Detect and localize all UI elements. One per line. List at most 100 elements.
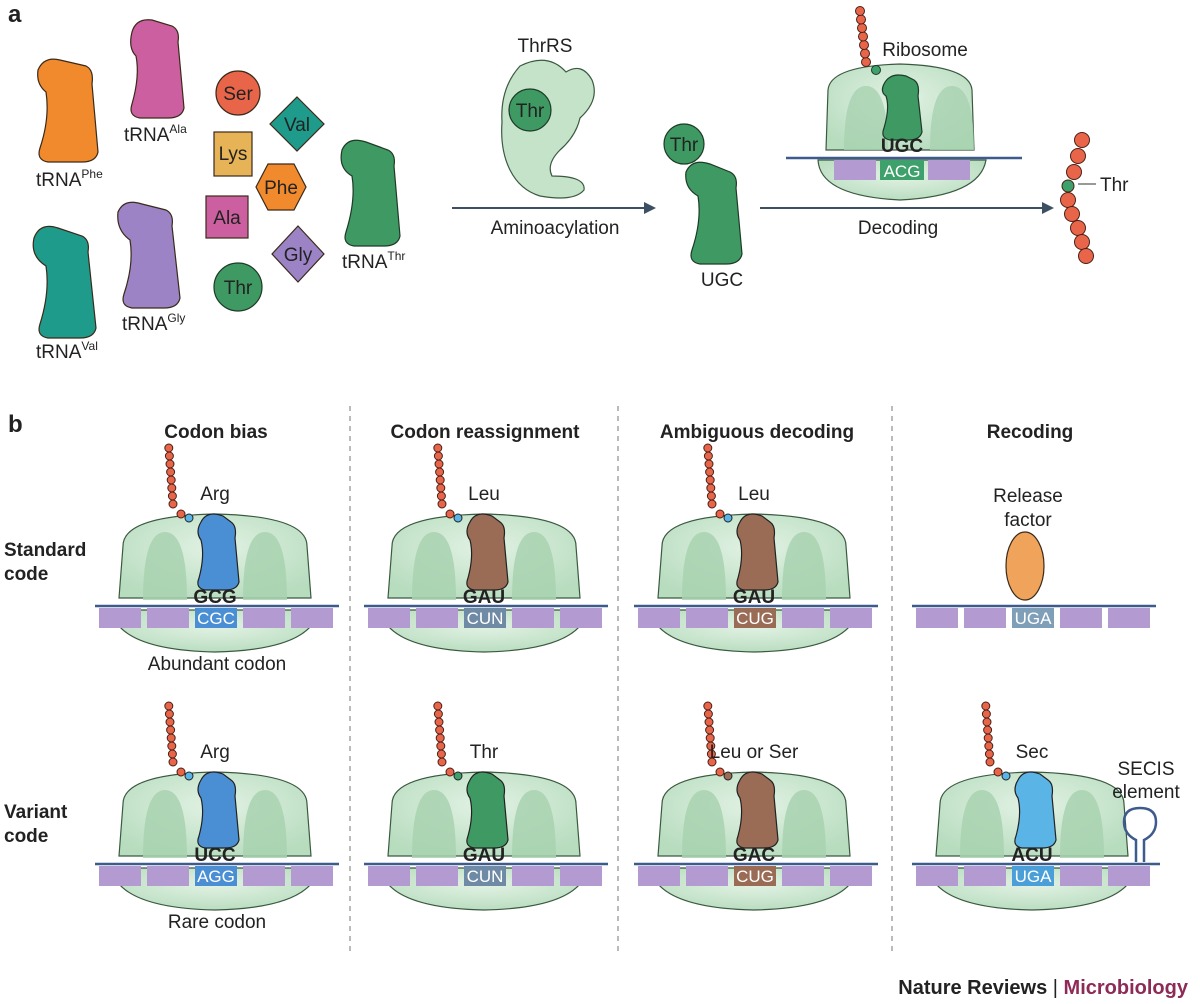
chain-bead (437, 757, 447, 767)
codon-label: AGG (197, 867, 235, 886)
chain-bead (707, 499, 717, 509)
chain-bead (703, 451, 713, 461)
ribosome-site (512, 532, 556, 600)
svg-text:Val: Val (284, 115, 310, 136)
ribo-a-chain-bead (861, 57, 871, 67)
panel-b-label: b (8, 411, 23, 438)
codon-block (464, 608, 506, 628)
chain-bead (704, 459, 714, 469)
chain-bead (168, 499, 178, 509)
amino-acid-label: Release (993, 486, 1063, 507)
amino-acid-label: Leu (738, 484, 770, 505)
anticodon-label: GAU (463, 587, 505, 608)
amino-acid-label: Arg (200, 742, 230, 763)
released-chain-bead (1066, 164, 1082, 180)
trna (466, 771, 509, 849)
col-header-codon-reassignment: Codon reassignment (391, 422, 581, 443)
released-chain-bead (1070, 220, 1086, 236)
chain-bead (168, 757, 178, 767)
col-header-codon-bias: Codon bias (164, 422, 267, 443)
chain-bead (445, 767, 455, 777)
chain-bead (433, 701, 443, 711)
ribo-a-anticodon: UGC (881, 136, 924, 157)
chain-bead (715, 767, 725, 777)
chain-bead (706, 491, 716, 501)
mrna-block (638, 608, 680, 628)
journal-subject: Microbiology (1063, 977, 1188, 999)
ribosome-a: Ribosome UGC ACG (786, 40, 1022, 201)
chain-bead (706, 483, 716, 493)
mrna-block (147, 866, 189, 886)
chain-bead (165, 459, 175, 469)
aa-ser: Ser (215, 70, 261, 116)
aminoacylation-arrow: Aminoacylation (452, 202, 656, 239)
mrna-block (830, 866, 872, 886)
mrna-block (686, 866, 728, 886)
chain-bead (434, 459, 444, 469)
trna-ala-label: tRNAAla (124, 122, 187, 146)
row-label-standard-1: Standard (4, 540, 86, 561)
peptide-chain (433, 701, 463, 781)
col-header-ambiguous-decoding: Ambiguous decoding (660, 422, 854, 443)
attached-aa-bead (453, 771, 463, 781)
ribosome-site (412, 790, 456, 858)
decoding-arrow: Decoding (760, 202, 1054, 239)
mrna-block (291, 608, 333, 628)
ribosome-site (143, 790, 187, 858)
mrna-block (916, 608, 958, 628)
decoding-label: Decoding (858, 218, 938, 239)
chain-bead (433, 709, 443, 719)
chain-bead (166, 725, 176, 735)
chain-bead (433, 451, 443, 461)
mrna-block (512, 866, 554, 886)
ribosome-site (960, 790, 1004, 858)
ribo-a-chain-bead (860, 48, 870, 59)
ribo-a-chain-bead (855, 6, 865, 16)
chain-bead (165, 717, 175, 727)
chain-bead (703, 443, 713, 453)
codon-label: UGA (1015, 609, 1053, 628)
codon-label: UGA (1015, 867, 1053, 886)
mrna-block (512, 608, 554, 628)
mrna-block (416, 608, 458, 628)
ribosome-site (782, 532, 826, 600)
ribosome-site (243, 790, 287, 858)
trna-val-label: tRNAVal (36, 339, 98, 363)
amino-acid-label: Arg (200, 484, 230, 505)
peptide-chain (981, 701, 1011, 781)
ribo-a-chain-bead (857, 23, 867, 33)
secis-label-1: SECIS (1117, 759, 1174, 780)
trna-thr-label: tRNAThr (342, 249, 405, 273)
codon-label: CUG (736, 867, 774, 886)
chain-bead (982, 717, 992, 727)
row-label-variant-1: Variant (4, 802, 68, 823)
svg-text:Ser: Ser (223, 84, 253, 105)
trna-phe: tRNAPhe (36, 58, 103, 191)
chain-bead (703, 709, 713, 719)
charged-trna: Thr UGC (663, 123, 743, 291)
chain-bead (164, 451, 174, 461)
chain-bead (437, 499, 447, 509)
chain-bead (445, 509, 455, 519)
chain-bead (435, 733, 445, 743)
codon-label: CUN (467, 867, 504, 886)
mrna-block (1060, 608, 1102, 628)
ribosome-site (243, 532, 287, 600)
ribo-a-chain-bead (859, 40, 869, 50)
aa-val: Val (269, 96, 325, 152)
codon-label: CUG (736, 609, 774, 628)
attached-aa-bead (184, 513, 194, 523)
released-chain-bead (1074, 234, 1090, 250)
chain-bead (715, 509, 725, 519)
released-peptide-chain (1060, 132, 1094, 264)
ribosome-site (1060, 790, 1104, 858)
ribosome-label: Ribosome (882, 40, 968, 61)
mrna-block (291, 866, 333, 886)
amino-acid-label: Leu (468, 484, 500, 505)
col-header-recoding: Recoding (987, 422, 1074, 443)
anticodon-label: UCC (194, 845, 235, 866)
ribo-a-chain-thr-bead (871, 65, 881, 75)
anticodon-label: ACU (1011, 845, 1052, 866)
